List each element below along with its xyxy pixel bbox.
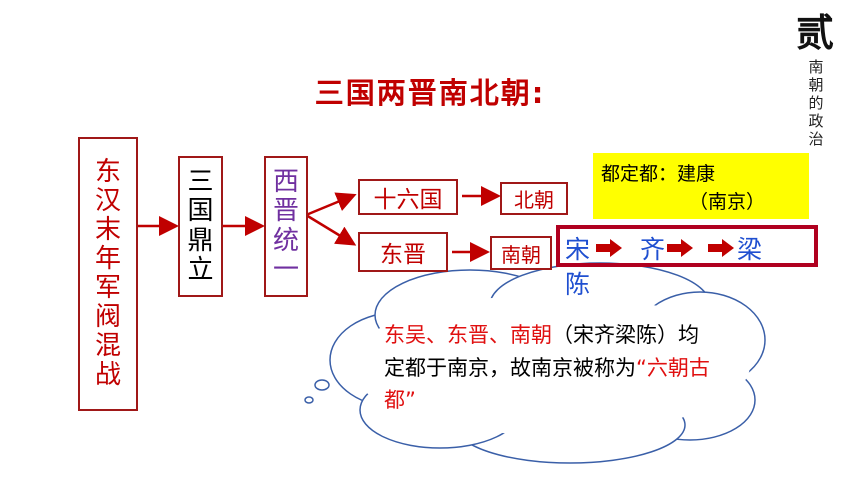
dynasty-qi: 齐 xyxy=(640,235,666,264)
box-char: 东 xyxy=(94,156,121,187)
section-label-char: 南 xyxy=(808,58,824,76)
right-arrow-icon xyxy=(708,239,734,257)
note-black-1: （宋齐梁陈）均定都于南京，故南京被称为 xyxy=(384,323,699,380)
section-label-char: 政 xyxy=(808,112,824,130)
box-char: 三 xyxy=(187,167,214,198)
box-char: 统 xyxy=(272,225,299,256)
box-char: 战 xyxy=(94,360,121,391)
box-char: 西 xyxy=(272,167,299,198)
dynasty-liang: 梁 xyxy=(737,235,763,264)
dynasty-song: 宋 xyxy=(565,235,591,264)
section-label: 南 朝 的 政 治 xyxy=(806,58,826,148)
dynasty-chen: 陈 xyxy=(565,270,591,299)
box-char: 晋 xyxy=(272,196,299,227)
box-char: 军 xyxy=(94,273,121,303)
note-red-1: 东吴、东晋、南朝 xyxy=(384,323,552,347)
box-char: 鼎 xyxy=(187,225,214,256)
dynasty-list-frame xyxy=(556,225,818,267)
box-char: 阀 xyxy=(94,302,121,333)
capital-line-1: 都定都：建康 xyxy=(601,163,716,185)
section-label-char: 朝 xyxy=(808,76,824,94)
box-western-jin: 西 晋 统 一 xyxy=(264,156,308,297)
box-northern-dynasties: 北朝 xyxy=(500,182,568,215)
right-arrow-icon xyxy=(667,239,693,257)
box-char: 混 xyxy=(94,331,121,362)
note-red-2: “六朝古都” xyxy=(384,355,710,413)
cloud-note: 东吴、东晋、南朝（宋齐梁陈）均定都于南京，故南京被称为“六朝古都” xyxy=(384,319,714,417)
box-sixteen-kingdoms: 十六国 xyxy=(358,179,458,215)
arrow xyxy=(305,213,357,246)
box-southern-dynasties: 南朝 xyxy=(490,236,552,270)
capital-box: 都定都：建康 （南京） xyxy=(593,153,809,219)
box-three-kingdoms: 三 国 鼎 立 xyxy=(178,156,223,297)
section-label-char: 的 xyxy=(808,94,824,112)
box-char: 立 xyxy=(187,254,214,285)
box-eastern-han: 东 汉 末 年 军 阀 混 战 xyxy=(78,137,138,411)
cloud-dot xyxy=(304,396,314,404)
section-number: 贰 xyxy=(796,10,835,55)
box-char: 汉 xyxy=(94,185,121,216)
box-char: 末 xyxy=(94,214,121,245)
box-eastern-jin: 东晋 xyxy=(358,232,448,272)
box-char: 一 xyxy=(272,254,299,285)
cloud-dot xyxy=(314,379,330,391)
section-label-char: 治 xyxy=(808,130,824,148)
box-char: 国 xyxy=(187,196,214,227)
box-char: 年 xyxy=(94,243,121,274)
page-title: 三国两晋南北朝: xyxy=(314,76,546,110)
right-arrow-icon xyxy=(596,239,622,257)
arrow xyxy=(305,192,357,217)
capital-line-2: （南京） xyxy=(689,191,766,213)
